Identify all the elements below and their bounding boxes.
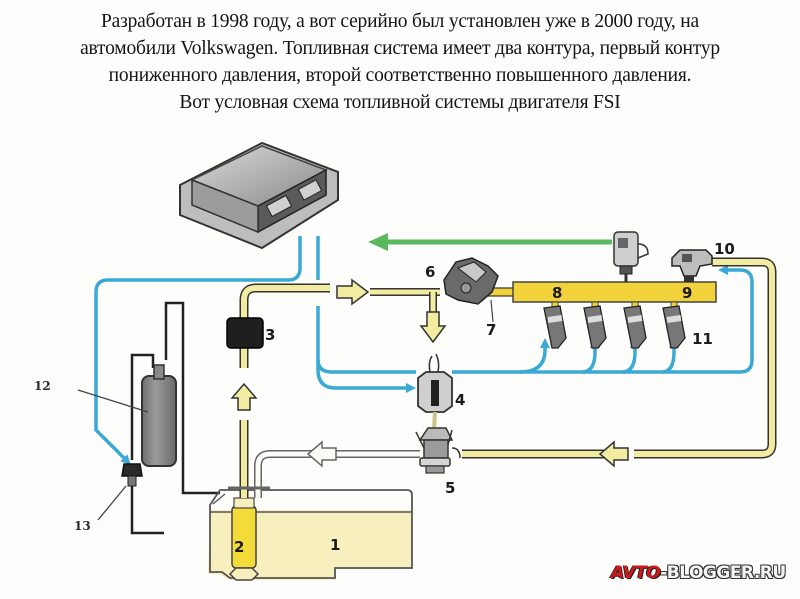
control-line-injector-4 [661, 338, 679, 374]
caption-line-2: автомобили Volkswagen. Топливная система… [80, 38, 720, 59]
label-fuel-rail: 8 [552, 284, 562, 302]
low-pressure-valve [417, 353, 453, 431]
caption: Разработан в 1998 году, а вот серийно бы… [0, 8, 800, 116]
injector-4 [662, 301, 686, 349]
label-pressure-relief-valve: 9 [682, 284, 692, 302]
arrow-right-to-rail [336, 278, 370, 306]
injector-1 [543, 301, 567, 349]
label-canister-valve: 13 [74, 519, 91, 533]
label-pressure-sensor: 10 [714, 240, 735, 258]
control-lines [94, 236, 754, 465]
arrow-left-return [598, 440, 629, 468]
label-fuel-filter: 3 [265, 326, 275, 344]
control-line-canister-valve [94, 236, 302, 465]
caption-line-1: Разработан в 1998 году, а вот серийно бы… [101, 11, 699, 32]
canister-valve [121, 463, 143, 487]
label-high-pressure-pump: 5 [445, 479, 455, 497]
control-line-pressure-valve [316, 306, 416, 393]
arrow-left-to-tank [306, 440, 337, 468]
low-pressure-lines [228, 257, 777, 498]
label-charcoal-canister: 12 [34, 379, 51, 393]
control-line-injector-3 [621, 338, 640, 374]
watermark: AVTO-BLOGGER.RU [611, 563, 786, 583]
leader-7 [490, 299, 494, 323]
caption-line-4: Вот условная схема топливной системы дви… [179, 92, 621, 113]
injectors [543, 301, 686, 349]
arrow-down-to-valve [419, 311, 447, 344]
fuel-rail [512, 281, 717, 303]
watermark-avto: AVTO [611, 563, 661, 583]
fuel-pressure-sensor [443, 257, 499, 305]
label-pressure-valve: 4 [455, 391, 465, 409]
label-fuel-pump: 2 [234, 538, 244, 556]
leader-13 [97, 485, 127, 521]
arrow-up-to-filter [230, 382, 258, 411]
high-pressure-pump [415, 427, 461, 474]
control-line-injector-2 [581, 338, 600, 374]
caption-line-3: пониженного давления, второй соответстве… [108, 65, 692, 86]
label-fuel-pressure-sensor: 6 [425, 263, 435, 281]
label-high-pressure-line: 7 [486, 321, 496, 339]
pressure-relief-valve [613, 231, 649, 282]
watermark-blogger: -BLOGGER.RU [660, 563, 786, 583]
control-line-pressure-relief [452, 265, 754, 374]
injector-2 [583, 301, 607, 349]
injector-3 [623, 301, 647, 349]
fuel-filter [226, 317, 264, 349]
label-injectors: 11 [692, 330, 713, 348]
charcoal-canister [141, 364, 177, 467]
high-pressure-sensor [671, 249, 713, 282]
engine-control-unit [179, 141, 339, 250]
leader-12 [77, 389, 149, 413]
control-line-injectors-left [316, 359, 416, 374]
control-line-injector-1 [519, 338, 550, 374]
in-tank-fuel-pump [228, 497, 260, 581]
green-signal-line [368, 233, 612, 251]
label-tank: 1 [330, 536, 340, 554]
